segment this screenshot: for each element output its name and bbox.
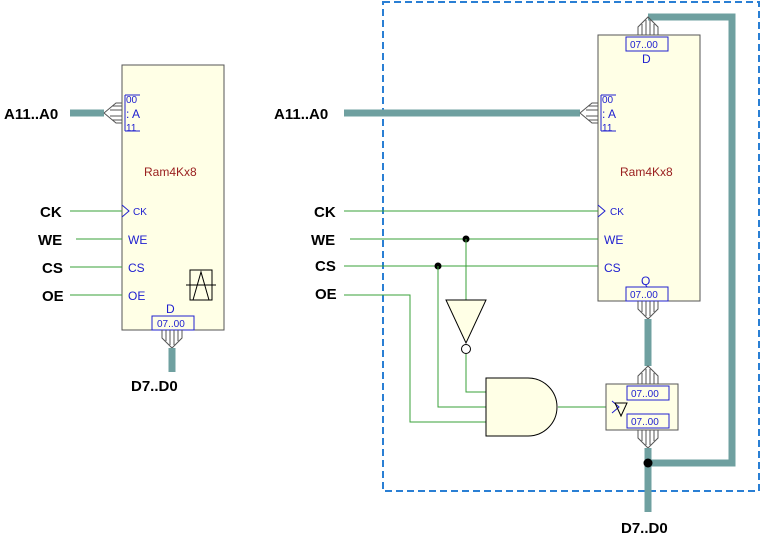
- right-top-port: D: [642, 52, 651, 66]
- data-bus-junction: [643, 458, 653, 468]
- right-data-label: D7..D0: [621, 520, 668, 536]
- right-q-range: 07..00: [630, 290, 658, 301]
- left-chip-body: [121, 64, 225, 331]
- right-pin-we: WE: [311, 232, 335, 249]
- left-chip-name: Ram4Kx8: [144, 165, 197, 179]
- left-addr-lo: 11: [126, 123, 137, 134]
- left-addr-hi: 00: [126, 95, 138, 106]
- right-top-range: 07..00: [630, 40, 658, 51]
- right-address-label: A11..A0: [274, 106, 328, 123]
- right-q-connector: [637, 301, 659, 320]
- right-addr-lo: 11: [602, 123, 613, 134]
- left-data-connector: [161, 330, 183, 349]
- left-data-range: 07..00: [157, 319, 185, 330]
- right-q-port: Q: [641, 274, 650, 288]
- not-gate: [445, 299, 487, 354]
- right-schematic: A11..A0 07..00 D 00 : A 11 Ram4: [274, 1, 760, 536]
- left-port-ck: CK: [133, 207, 147, 218]
- left-address-label: A11..A0: [4, 106, 58, 123]
- right-buffer-top-connector: [637, 365, 659, 384]
- internal-boundary-box: [382, 1, 760, 492]
- right-addr-sep: : A: [602, 107, 616, 121]
- right-wire-oe: [344, 294, 488, 423]
- left-ram-symbol: 00 : A 11 Ram4Kx8 CK CK WE WE CS CS OE O…: [4, 64, 225, 395]
- right-port-ck: CK: [610, 207, 624, 218]
- left-addr-sep: : A: [126, 107, 140, 121]
- buffer-triangle-icon: [614, 402, 628, 418]
- left-pin-cs: CS: [42, 260, 63, 277]
- buffer-enable-marker: [611, 400, 620, 414]
- right-port-we: WE: [604, 233, 623, 247]
- buffer-out-range: 07..00: [631, 417, 659, 428]
- buffer-in-range: 07..00: [631, 389, 659, 400]
- left-port-oe: OE: [128, 289, 145, 303]
- buffer-out-range-box: [626, 413, 670, 429]
- buffer-in-range-box: [626, 385, 670, 401]
- left-data-label: D7..D0: [131, 378, 178, 395]
- left-pin-we: WE: [38, 232, 62, 249]
- right-pin-ck: CK: [314, 204, 336, 221]
- right-q-range-box: [625, 286, 669, 302]
- left-data-port: D: [166, 302, 175, 316]
- and-gate: [485, 377, 558, 437]
- left-pin-ck: CK: [40, 204, 62, 221]
- right-buffer-bottom-connector: [637, 430, 659, 449]
- right-pin-cs: CS: [315, 258, 336, 275]
- right-addr-hi: 00: [602, 95, 614, 106]
- right-top-range-box: [625, 36, 669, 52]
- left-port-we: WE: [128, 233, 147, 247]
- right-pin-oe: OE: [315, 286, 337, 303]
- left-clock-marker: [121, 204, 130, 218]
- left-port-cs: CS: [128, 261, 145, 275]
- cs-branch-wire: [437, 266, 488, 408]
- right-chip-body: [597, 34, 701, 302]
- right-port-cs: CS: [604, 261, 621, 275]
- left-pin-oe: OE: [42, 288, 64, 305]
- not-output-wire: [465, 354, 488, 393]
- left-data-range-box: [151, 315, 195, 331]
- tristate-symbol-icon: [186, 269, 216, 301]
- right-clock-marker: [597, 204, 606, 218]
- left-address-connector: [103, 102, 124, 124]
- right-address-connector: [579, 102, 600, 124]
- right-chip-name: Ram4Kx8: [620, 165, 673, 179]
- data-feedback-bus: [648, 13, 736, 467]
